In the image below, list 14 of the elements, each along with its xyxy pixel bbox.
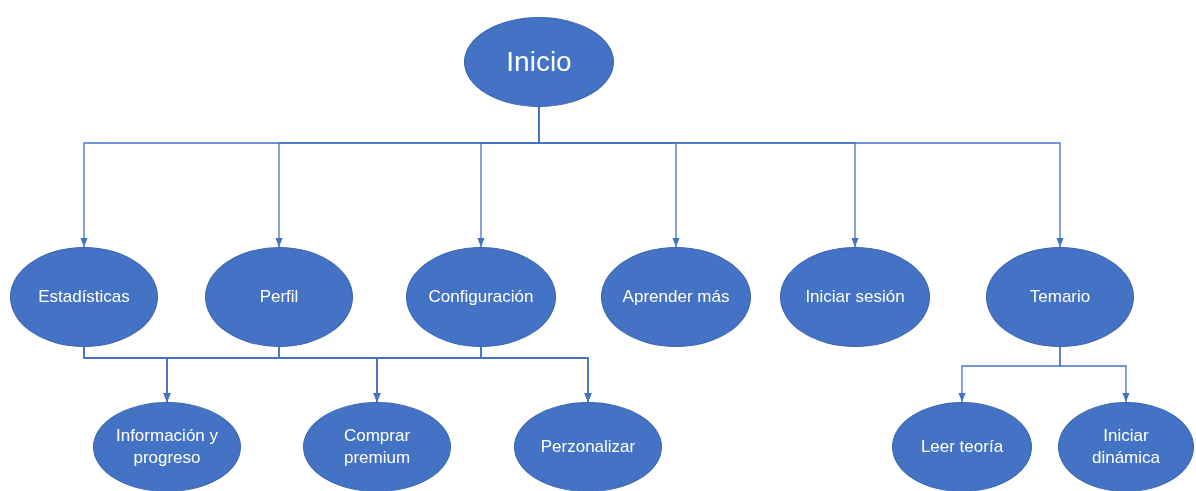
node-label: Inicio [505,44,573,79]
node-label: Comprar premium [342,424,412,469]
node-label: Leer teoría [919,435,1005,458]
connector-arrow [480,346,592,403]
node-label: Configuración [427,285,535,308]
connector-arrow [1059,346,1130,403]
node-label: Perzonalizar [539,435,637,458]
node-label: Iniciar sesión [804,285,906,308]
node-label: Aprender más [621,285,731,308]
node-label: Perfil [258,285,300,308]
node-label: Iniciar dinámica [1090,424,1161,469]
node-label: Información y progreso [114,424,219,469]
node-label: Estadísticas [37,285,131,308]
node-label: Temario [1028,285,1092,308]
